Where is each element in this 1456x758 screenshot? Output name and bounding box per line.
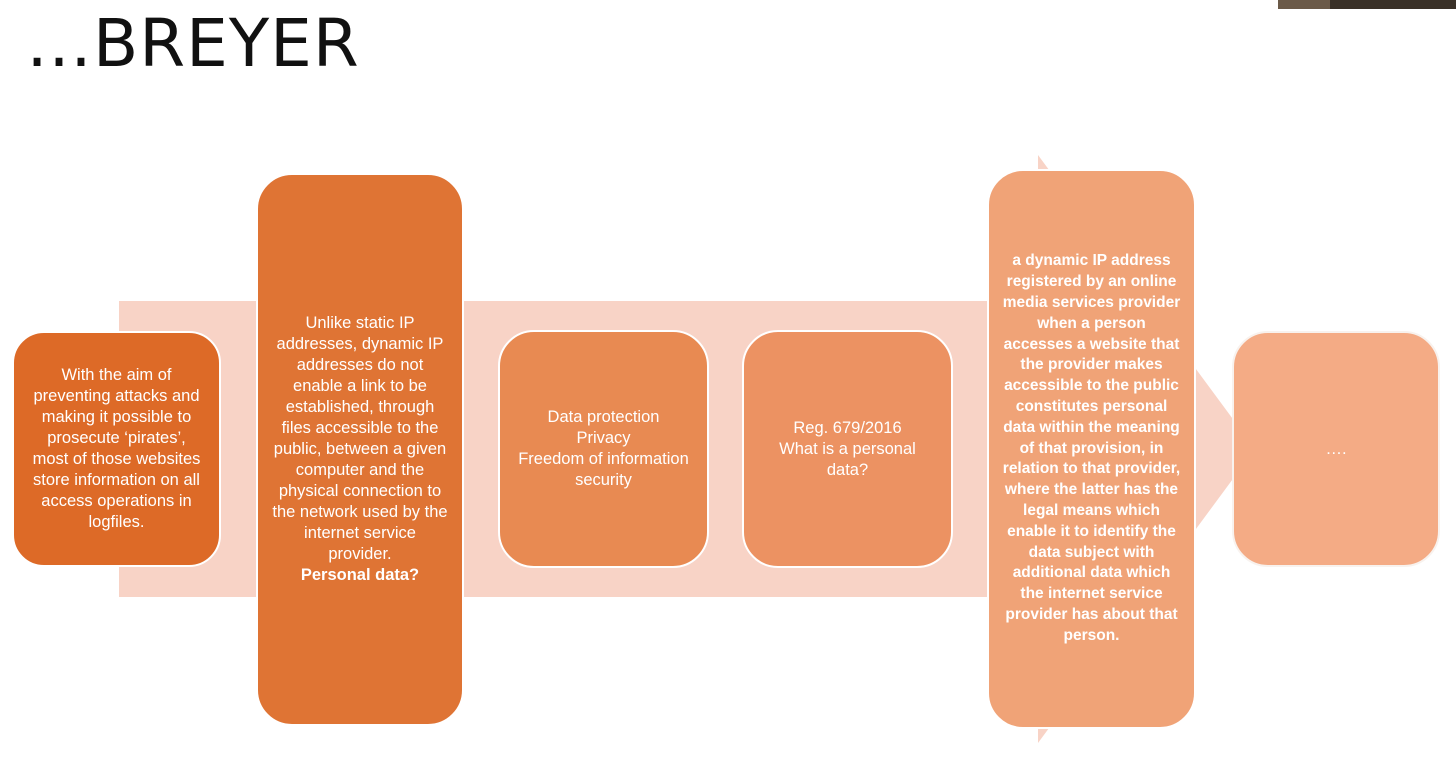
box-dynamic-ip-question: Personal data? [300,566,420,584]
process-box-ellipsis: …. [1232,331,1440,567]
webcam-thumbnail [1278,0,1456,9]
process-box-rights: Data protection Privacy Freedom of infor… [498,330,709,568]
box-rights-item: Data protection [547,408,660,426]
process-box-logfiles: With the aim of preventing attacks and m… [12,331,221,567]
box-logfiles-text: With the aim of preventing attacks and m… [32,366,201,531]
box-ellipsis-text: …. [1325,439,1347,458]
slide-title: …BREYER [26,5,360,82]
process-box-dynamic-ip: Unlike static IP addresses, dynamic IP a… [256,173,464,726]
box-rights-item: Freedom of information [518,450,689,468]
process-box-ruling: a dynamic IP address registered by an on… [987,169,1196,729]
process-box-regulation: Reg. 679/2016 What is a personal data? [742,330,953,568]
box-rights-item: Privacy [576,429,631,447]
box-dynamic-ip-text-a: Unlike static IP addresses, dynamic IP a… [276,314,444,395]
box-regulation-title: Reg. 679/2016 [793,418,902,437]
box-regulation-question: What is a personal data? [779,439,916,479]
box-rights-item: security [575,471,632,489]
box-ruling-text: a dynamic IP address registered by an on… [1002,252,1181,644]
box-dynamic-ip-text-b: established, through files accessible to… [272,398,448,563]
